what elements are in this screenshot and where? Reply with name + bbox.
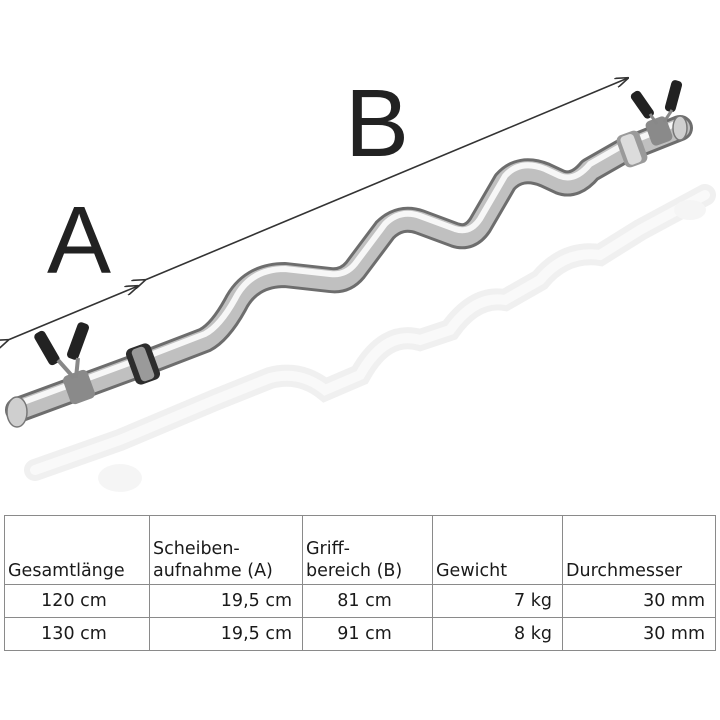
cell-weight: 7 kg — [432, 584, 563, 618]
table-row: 120 cm 19,5 cm 81 cm 7 kg 30 mm — [4, 584, 716, 618]
cell-grip-area: 81 cm — [302, 584, 433, 618]
spring-collar-icon — [630, 80, 683, 146]
product-figure: A B — [0, 70, 716, 481]
bar-end-right — [672, 115, 688, 141]
header-plate-sleeve: Scheiben- aufnahme (A) — [149, 515, 303, 585]
table-header-row: Gesamtlänge Scheiben- aufnahme (A) Griff… — [4, 515, 716, 585]
dimension-label-a: A — [47, 187, 111, 294]
header-diameter: Durchmesser — [562, 515, 716, 585]
dimension-arrow-b — [145, 78, 628, 280]
cell-total-length: 120 cm — [4, 584, 150, 618]
header-grip-area: Griff- bereich (B) — [302, 515, 433, 585]
cell-weight: 8 kg — [432, 617, 563, 651]
dimension-label-b: B — [345, 70, 409, 177]
dimension-arrow-a — [8, 286, 138, 340]
spec-table: Gesamtlänge Scheiben- aufnahme (A) Griff… — [4, 515, 716, 651]
cell-total-length: 130 cm — [4, 617, 150, 651]
bar-end-left — [6, 396, 28, 428]
header-weight: Gewicht — [432, 515, 563, 585]
cell-grip-area: 91 cm — [302, 617, 433, 651]
curl-bar-illustration: A B — [0, 70, 716, 481]
cell-plate-sleeve: 19,5 cm — [149, 617, 303, 651]
cell-diameter: 30 mm — [562, 584, 716, 618]
header-total-length: Gesamtlänge — [4, 515, 150, 585]
cell-plate-sleeve: 19,5 cm — [149, 584, 303, 618]
table-row: 130 cm 19,5 cm 91 cm 8 kg 30 mm — [4, 617, 716, 651]
cell-diameter: 30 mm — [562, 617, 716, 651]
